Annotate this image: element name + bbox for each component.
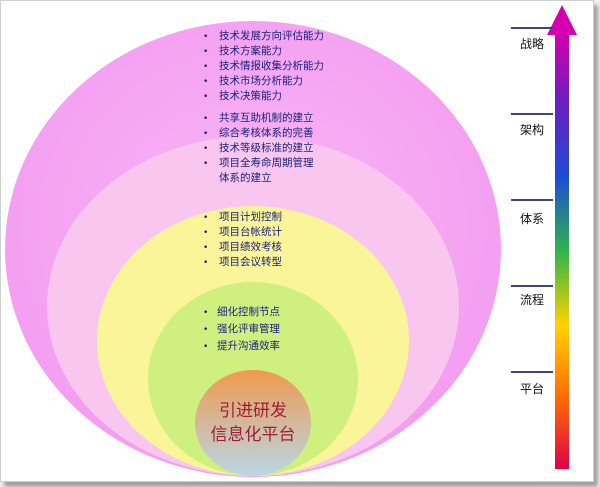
bullet: • <box>203 62 208 72</box>
rainbow-bar <box>555 33 569 469</box>
bullet: • <box>203 159 208 169</box>
level-label: 平台 <box>520 381 544 396</box>
bullet: • <box>203 144 208 154</box>
list-item: 项目台帐统计 <box>219 225 282 238</box>
list-item-continuation: 体系的建立 <box>219 171 272 184</box>
bullet: • <box>203 243 208 253</box>
bullet: • <box>203 325 208 335</box>
bullet: • <box>203 47 208 57</box>
level-label: 流程 <box>520 292 544 307</box>
list-item: 项目绩效考核 <box>219 240 282 253</box>
list-item: 技术方案能力 <box>219 44 282 57</box>
bullet: • <box>203 228 208 238</box>
core-circle <box>195 370 311 476</box>
level-scale: 战略 架构 体系 流程 平台 <box>511 5 577 469</box>
bullet: • <box>203 77 208 87</box>
list-item: 提升沟通效率 <box>217 339 280 352</box>
level-label: 架构 <box>520 122 544 137</box>
ring1-list: • 技术发展方向评估能力 • 技术方案能力 • 技术情报收集分析能力 • 技术市… <box>203 29 324 102</box>
list-item: 技术发展方向评估能力 <box>219 29 324 42</box>
bullet: • <box>203 308 208 318</box>
core-title-line2: 信息化平台 <box>211 425 296 445</box>
list-item: 共享互助机制的建立 <box>219 111 314 124</box>
bullet: • <box>203 92 208 102</box>
capability-diagram: 引进研发 信息化平台 • 技术发展方向评估能力 • 技术方案能力 • 技术情报收… <box>5 5 577 477</box>
level-label: 战略 <box>520 36 544 51</box>
bullet: • <box>203 258 208 268</box>
diagram-canvas: 引进研发 信息化平台 • 技术发展方向评估能力 • 技术方案能力 • 技术情报收… <box>0 0 594 482</box>
ring3-list: • 项目计划控制 • 项目台帐统计 • 项目绩效考核 • 项目会议转型 <box>203 210 282 268</box>
list-item: 项目计划控制 <box>219 210 282 223</box>
list-item: 综合考核体系的完善 <box>219 126 314 139</box>
bullet: • <box>203 342 208 352</box>
list-item: 技术市场分析能力 <box>219 74 303 87</box>
list-item: 技术情报收集分析能力 <box>219 59 324 72</box>
list-item: 项目会议转型 <box>219 255 282 268</box>
list-item: 项目全寿命周期管理 <box>219 156 314 169</box>
list-item: 技术等级标准的建立 <box>219 141 314 154</box>
core-title-line1: 引进研发 <box>219 401 287 421</box>
bullet: • <box>203 114 208 124</box>
level-label: 体系 <box>520 212 544 226</box>
bullet: • <box>203 213 208 223</box>
ring2-list: • 共享互助机制的建立 • 综合考核体系的完善 • 技术等级标准的建立 • 项目… <box>203 111 314 184</box>
list-item: 技术决策能力 <box>219 89 282 102</box>
arrow-head-icon <box>547 5 577 35</box>
list-item: 细化控制节点 <box>217 305 280 318</box>
bullet: • <box>203 32 208 42</box>
bullet: • <box>203 129 208 139</box>
ring4-list: • 细化控制节点 • 强化评审管理 • 提升沟通效率 <box>203 305 280 352</box>
list-item: 强化评审管理 <box>217 322 280 335</box>
